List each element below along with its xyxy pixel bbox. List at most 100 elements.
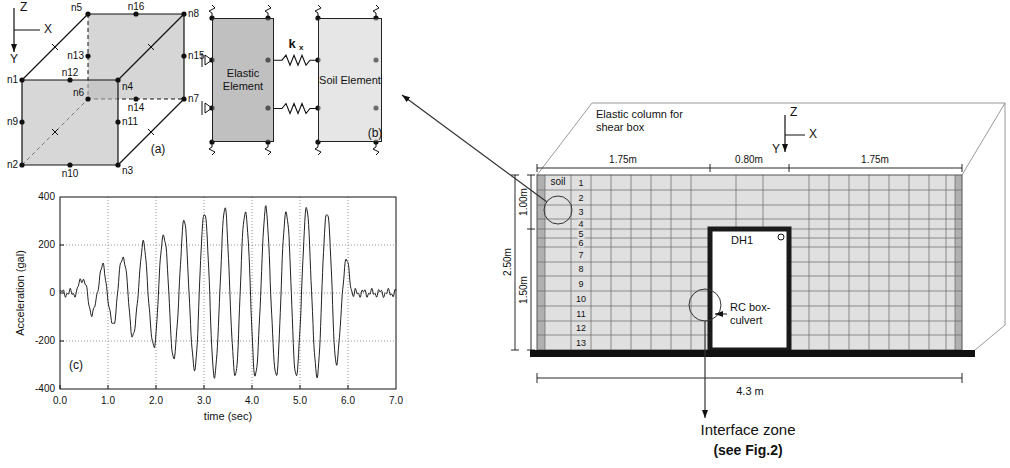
- interface-model: [315, 139, 320, 144]
- tick-label: 400: [38, 191, 55, 203]
- axis-label: X: [44, 23, 52, 37]
- element-cube: [85, 53, 90, 58]
- axis-label: Y: [10, 53, 18, 67]
- element-cube: [85, 96, 90, 101]
- layer-number: 8: [577, 265, 584, 274]
- node-number: n6: [73, 87, 84, 99]
- interface-model: [265, 105, 270, 110]
- dimension: 2.50m: [502, 248, 514, 276]
- acceleration-chart: [60, 197, 396, 389]
- interface-model: [209, 139, 214, 144]
- element-cube: [115, 119, 120, 124]
- tick-label: 2.0: [149, 395, 163, 407]
- callout: Interface zone: [700, 421, 795, 438]
- shear-box-model: [545, 175, 955, 350]
- node-number: n13: [67, 50, 84, 62]
- shear-box-model: [537, 175, 545, 350]
- node-number: n8: [188, 8, 199, 20]
- element-cube: [22, 80, 118, 165]
- shear-box-model: [537, 373, 962, 383]
- dimension: 1.50m: [518, 276, 530, 304]
- node-number: n2: [7, 159, 18, 171]
- spring-subscript: x: [299, 43, 303, 52]
- node-number: n12: [62, 67, 79, 79]
- element-cube: [22, 14, 184, 165]
- node-number: n3: [122, 165, 133, 177]
- part-label: RC box-culvert: [730, 301, 786, 326]
- interface-model: [209, 57, 214, 62]
- node-number: n11: [122, 116, 138, 128]
- acceleration-chart: [60, 245, 348, 389]
- layer-number: 3: [577, 208, 584, 217]
- layer-number: 11: [575, 309, 586, 318]
- shear-box-model: [955, 175, 962, 350]
- interface-model: [315, 15, 320, 20]
- interface-model: [373, 15, 378, 20]
- dimension: 0.80m: [735, 154, 763, 166]
- panel-label: (b): [368, 127, 383, 141]
- node-number: n7: [188, 93, 199, 105]
- layer-number: 2: [577, 193, 584, 202]
- element-box: Elastic Element: [212, 18, 274, 142]
- sensor-label: DH1: [731, 234, 753, 247]
- annotation: Elastic column for shear box: [596, 108, 688, 133]
- element-cube: [115, 77, 120, 82]
- shear-box-model: [511, 175, 535, 350]
- tick-label: -400: [35, 383, 55, 395]
- element-cube: [14, 8, 187, 168]
- element-cube: [181, 11, 186, 16]
- element-cube: [133, 11, 138, 16]
- interface-model: [209, 142, 379, 155]
- layer-number: 4: [577, 220, 584, 229]
- tick-label: 7.0: [389, 395, 403, 407]
- tick-label: 200: [38, 239, 55, 251]
- shear-box-model: [402, 95, 547, 202]
- element-cube: [52, 44, 154, 135]
- node-number: n5: [71, 2, 82, 14]
- element-cube: [67, 162, 72, 167]
- element-box: Soil Element: [318, 18, 382, 142]
- shear-box-model: [537, 175, 962, 350]
- interface-model: [373, 139, 378, 144]
- element-cube: [181, 96, 186, 101]
- layer-number: 1: [577, 178, 584, 187]
- element-cube: [22, 14, 184, 165]
- node-number: n16: [128, 1, 145, 13]
- node-number: n14: [128, 102, 145, 114]
- axis-label: X: [809, 128, 817, 142]
- element-cube: [115, 162, 120, 167]
- acceleration-chart: [60, 197, 396, 389]
- shear-box-model: [545, 175, 955, 350]
- shear-box-model: [544, 196, 572, 224]
- interface-model: [265, 139, 270, 144]
- layer-number: 12: [575, 324, 587, 333]
- dimension: 1.75m: [609, 154, 637, 166]
- element-cube: [19, 77, 24, 82]
- interface-model: [265, 57, 270, 62]
- dimension: 4.3 m: [736, 385, 764, 398]
- layer-number: 13: [575, 338, 587, 347]
- tick-label: -200: [35, 335, 55, 347]
- interface-model: [209, 105, 214, 110]
- callout: (see Fig.2): [713, 442, 782, 458]
- interface-model: [373, 105, 378, 110]
- panel-label: (c): [69, 359, 83, 373]
- shear-box-model: [704, 321, 705, 418]
- acceleration-chart: [60, 197, 396, 389]
- layer-number: 9: [577, 279, 584, 288]
- layer-number: 10: [575, 294, 587, 303]
- panel-label: (a): [151, 143, 166, 157]
- dimension: 1.00m: [518, 188, 530, 216]
- spring-connector: [274, 104, 318, 114]
- axis-label: Z: [790, 106, 797, 120]
- element-cube: [181, 53, 186, 58]
- element-cube: [67, 77, 72, 82]
- interface-model: [209, 15, 378, 144]
- shear-box-model: [715, 314, 727, 315]
- tick-label: 0: [49, 287, 55, 299]
- tick-label: 4.0: [245, 395, 259, 407]
- node-number: n9: [7, 116, 18, 128]
- interface-model: [202, 53, 203, 115]
